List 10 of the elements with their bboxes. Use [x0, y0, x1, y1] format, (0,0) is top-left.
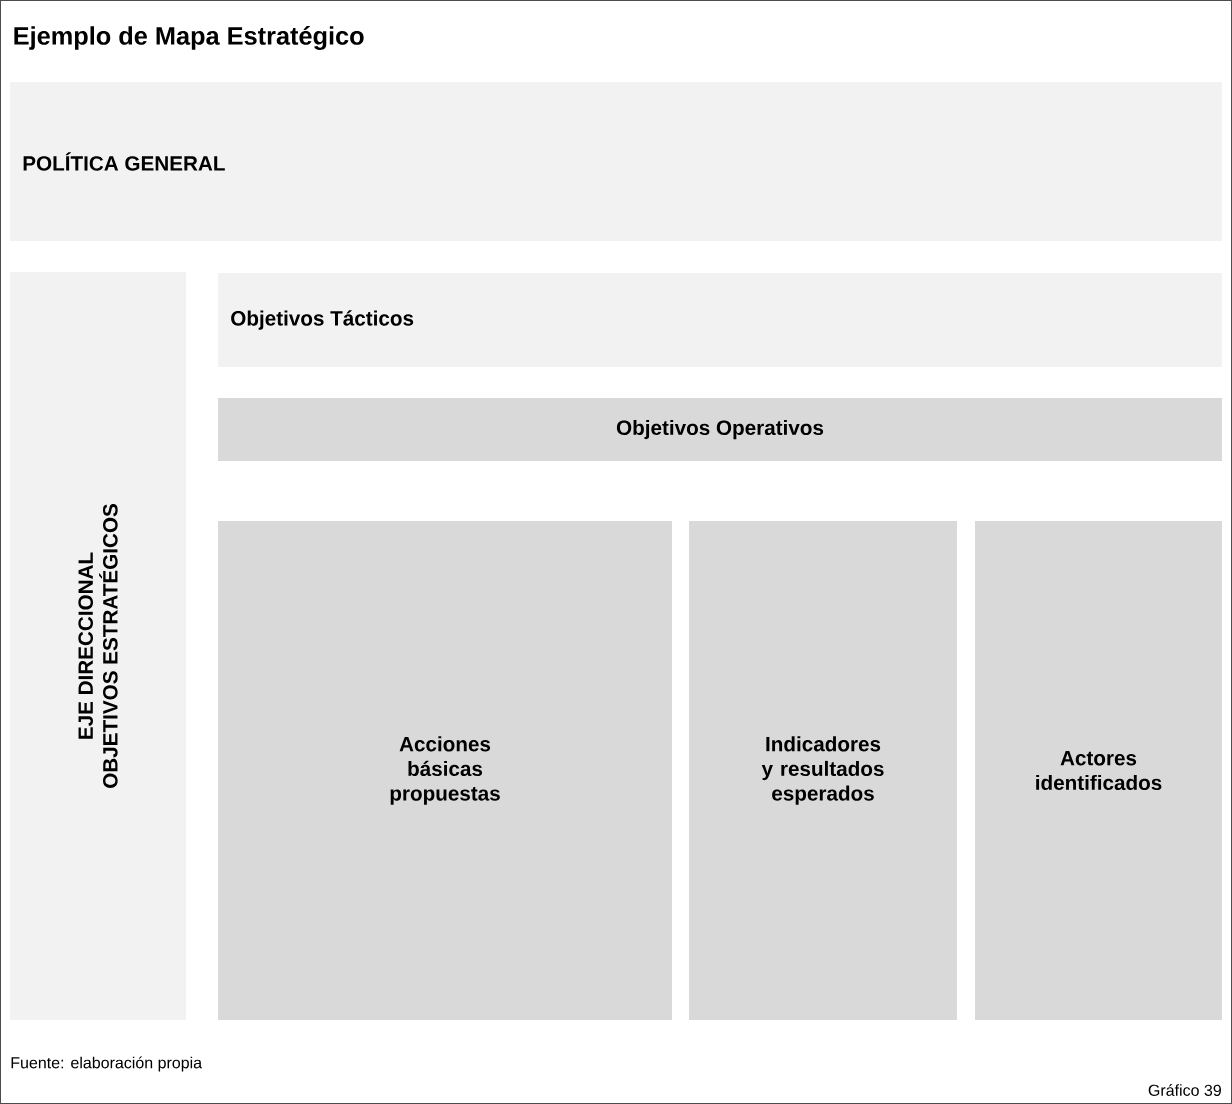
note: Fuente: elaboración propia: [11, 1056, 203, 1072]
box: EJE DIRECCIONAL OBJETIVOS ESTRATÉGICOS: [10, 272, 186, 1020]
box: POLÍTICA GENERAL: [10, 82, 1222, 241]
box: Objetivos Operativos: [218, 398, 1222, 461]
title: Ejemplo de Mapa Estratégico: [14, 26, 364, 50]
box: Objetivos Tácticos: [218, 273, 1222, 367]
box: Actores identificados: [975, 521, 1222, 1020]
note: Gráfico 39: [1148, 1084, 1221, 1096]
box: Acciones básicas propuestas: [218, 521, 672, 1020]
box: Indicadores y resultados esperados: [689, 521, 957, 1020]
